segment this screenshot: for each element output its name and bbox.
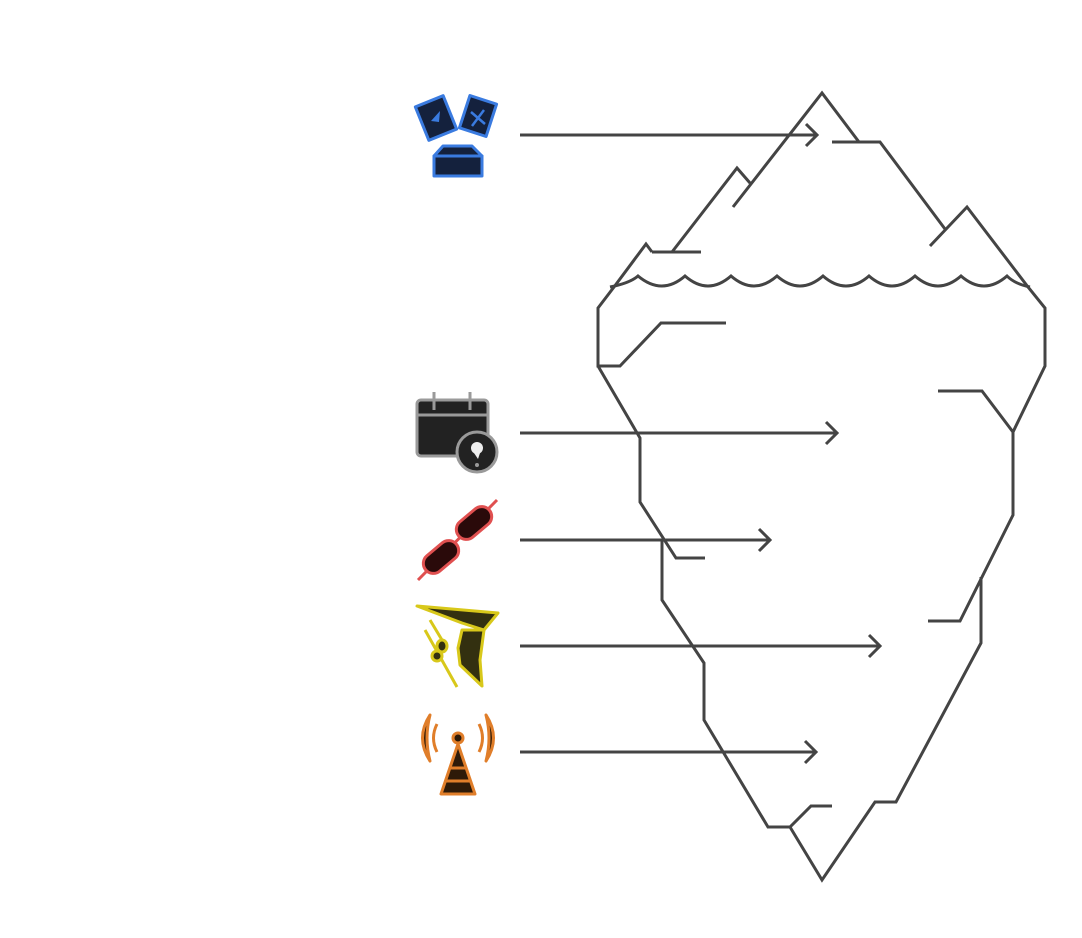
- hang-glider-icon: [415, 604, 500, 688]
- arrow-4: [520, 633, 883, 659]
- arrow-1: [520, 122, 820, 148]
- calendar-question-icon: [415, 392, 499, 474]
- arrow-2: [520, 420, 840, 446]
- arrow-5: [520, 739, 819, 765]
- chain-link-icon: [416, 498, 499, 582]
- iceberg: [596, 90, 1047, 883]
- arrow-3: [520, 527, 773, 553]
- iceberg-outline-top: [596, 90, 947, 368]
- voting-box-icon: [413, 94, 499, 178]
- arrows: [520, 122, 883, 765]
- iceberg-outline-left: [596, 365, 983, 883]
- iceberg-outline-right: [928, 204, 1047, 623]
- waterline: [609, 273, 1031, 289]
- radio-tower-icon: [421, 713, 495, 796]
